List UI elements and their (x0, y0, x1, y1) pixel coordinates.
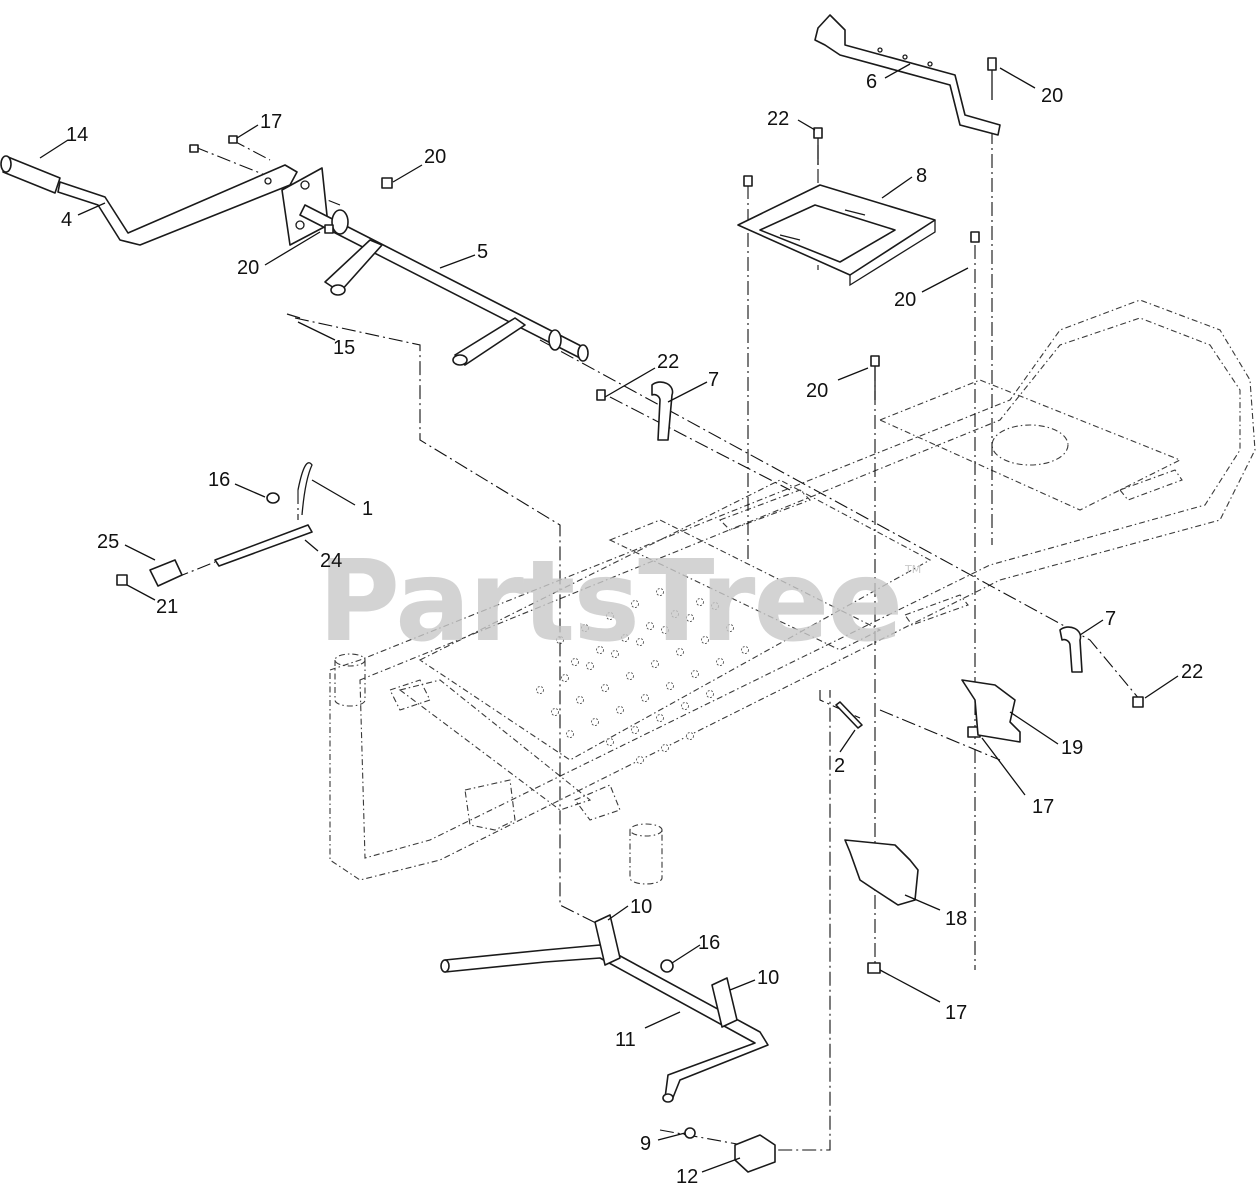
part-24-rod (214, 524, 313, 567)
callout-9: 9 (640, 1133, 651, 1155)
part-7-clip-lower (1059, 626, 1083, 673)
part-10-link-upper (594, 914, 621, 966)
part-12-block (734, 1134, 776, 1173)
callout-10: 10 (757, 967, 779, 989)
callout-25: 25 (97, 531, 119, 553)
part-6-mounting-bracket (814, 14, 1001, 136)
part-16-washer-upper (266, 492, 280, 504)
callout-21: 21 (156, 596, 178, 618)
callout-24: 24 (320, 550, 342, 572)
part-8-mount-plate (737, 184, 936, 287)
chassis-frame (329, 299, 1256, 885)
part-4-lever (57, 164, 298, 246)
part-9-nut (684, 1127, 696, 1139)
part-1-hair-pin (297, 462, 313, 516)
part-16-washer-lower (660, 959, 674, 973)
part-11-pedal-rod (440, 944, 769, 1103)
callout-labels: 14 17 20 4 20 5 15 6 20 22 8 20 22 7 20 … (61, 71, 1203, 1188)
callout-22: 22 (1181, 661, 1203, 683)
part-19-bracket (961, 679, 1021, 743)
callout-7: 7 (708, 369, 719, 391)
callout-20: 20 (806, 380, 828, 402)
callout-2: 2 (834, 755, 845, 777)
part-7-clip-upper (651, 381, 674, 441)
watermark-text: PartsTree (318, 537, 901, 667)
hardware-bolts (116, 57, 1144, 974)
callout-18: 18 (945, 908, 967, 930)
callout-15: 15 (333, 337, 355, 359)
callout-20: 20 (894, 289, 916, 311)
callout-12: 12 (676, 1166, 698, 1188)
callout-11: 11 (615, 1029, 636, 1051)
callout-16: 16 (208, 469, 230, 491)
part-15-pin (286, 313, 301, 319)
callout-8: 8 (916, 165, 927, 187)
callout-17: 17 (945, 1002, 967, 1024)
callout-1: 1 (362, 498, 373, 520)
callout-19: 19 (1061, 737, 1083, 759)
callout-7: 7 (1105, 608, 1116, 630)
watermark-trademark: TM (904, 563, 921, 576)
callout-5: 5 (477, 241, 488, 263)
callout-10: 10 (630, 896, 652, 918)
callout-20: 20 (237, 257, 259, 279)
callout-22: 22 (767, 108, 789, 130)
part-2-pin (835, 701, 863, 729)
callout-20: 20 (1041, 85, 1063, 107)
part-14-hand-grip (0, 155, 61, 194)
callout-20: 20 (424, 146, 446, 168)
part-5-cross-shaft (299, 204, 589, 366)
deck-holes (536, 588, 749, 764)
callout-22: 22 (657, 351, 679, 373)
callout-leaders (39, 63, 1179, 1173)
callout-14: 14 (66, 124, 88, 146)
callout-17: 17 (1032, 796, 1054, 818)
part-25-spacer (149, 559, 183, 587)
part-18-bracket (844, 839, 919, 906)
callout-17: 17 (260, 111, 282, 133)
part-10-link-lower (711, 977, 738, 1028)
callout-16: 16 (698, 932, 720, 954)
callout-6: 6 (866, 71, 877, 93)
callout-4: 4 (61, 209, 72, 231)
